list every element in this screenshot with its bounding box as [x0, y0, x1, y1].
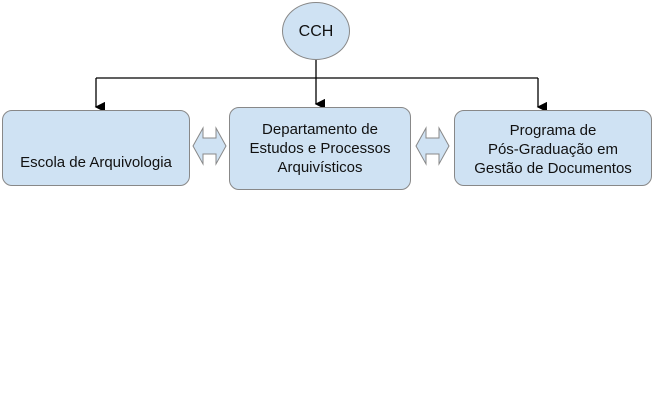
- node-departamento-line: Departamento de: [262, 121, 378, 138]
- node-departamento: Departamento de Estudos e Processos Arqu…: [229, 107, 411, 190]
- node-departamento-line: Estudos e Processos: [249, 140, 391, 157]
- node-programa-line: Gestão de Documentos: [474, 160, 632, 177]
- node-cch-label: CCH: [298, 22, 334, 40]
- node-programa-line: Pós-Graduação em: [487, 141, 619, 158]
- node-departamento-line: Arquivísticos: [277, 159, 363, 176]
- node-programa: Programa de Pós-Graduação em Gestão de D…: [454, 110, 652, 186]
- double-arrow-left: [192, 126, 227, 166]
- node-escola-label: Escola de Arquivologia: [20, 154, 172, 171]
- node-cch: CCH: [282, 2, 350, 60]
- node-escola: Escola de Arquivologia: [2, 110, 190, 186]
- double-arrow-right: [415, 126, 450, 166]
- node-programa-line: Programa de: [509, 122, 597, 139]
